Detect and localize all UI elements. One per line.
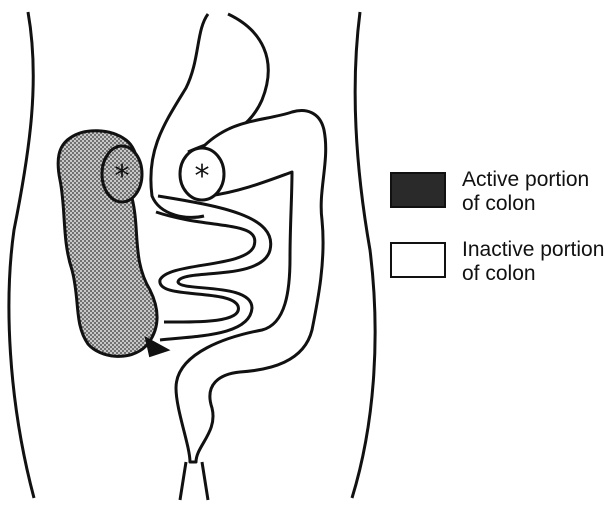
asterisk-icon: * (115, 159, 130, 194)
legend-item-active: Active portion of colon (390, 168, 605, 228)
asterisk-icon: * (195, 159, 210, 194)
legend-label-inactive: Inactive portion of colon (462, 238, 607, 286)
rectum-tail (180, 462, 208, 500)
body-outline-left (9, 12, 34, 498)
legend-label-line1: Inactive portion (462, 238, 607, 262)
small-intestine (156, 196, 271, 340)
legend-item-inactive: Inactive portion of colon (390, 238, 605, 298)
legend-label-line1: Active portion (462, 168, 607, 192)
legend-label-active: Active portion of colon (462, 168, 607, 216)
legend-label-line2: of colon (462, 192, 607, 216)
active-swatch (390, 172, 446, 208)
body-outline-right (352, 12, 375, 498)
legend-label-line2: of colon (462, 262, 607, 286)
inactive-swatch (390, 242, 446, 278)
